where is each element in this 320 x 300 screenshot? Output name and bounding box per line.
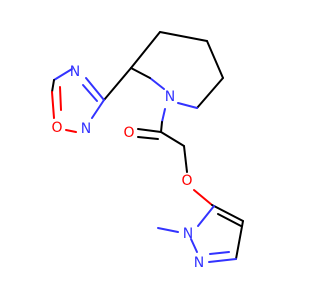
bond-pyr-c3-n2	[208, 258, 237, 263]
atom-carbonyl-o: O	[123, 125, 134, 141]
bond-pip-n-c2a	[149, 77, 165, 90]
atom-oxadiazole-o1: O	[51, 120, 62, 136]
bond-ether-o-ch2	[193, 189, 213, 206]
bond-pip-c2-c3	[130, 31, 161, 69]
bond-pyr-c5-c4-double	[217, 213, 242, 227]
bond-carbonyl-c-o-double	[137, 136, 159, 140]
bond-pip-c5-c6	[196, 77, 224, 109]
bond-ox-n4-c5	[53, 68, 73, 81]
bond-ox-c5-o1-double	[59, 86, 62, 111]
bond-pyr-n1-methyl	[157, 227, 179, 233]
bond-pip-c6-n	[177, 102, 198, 109]
atom-labels: N O N N O O N N	[51, 64, 204, 271]
bond-ox-o1-n2	[65, 129, 77, 133]
bond-ox-n2-c3	[91, 99, 105, 119]
bond-pyr-n1-c5	[197, 205, 215, 227]
bond-ox-c5-o1	[51, 91, 55, 119]
canvas-background	[0, 0, 300, 300]
bond-pip-n-c2b	[130, 67, 151, 79]
atom-pyrazole-n2: N	[194, 255, 204, 271]
bond-carbonyl-c-o	[137, 128, 162, 133]
molecule-structure: N O N N O O N N	[0, 0, 300, 300]
bond-pyr-c4-c3	[235, 220, 244, 260]
bond-pyr-c3-n2-double	[209, 251, 230, 255]
bond-ox-c3-n4-double	[82, 84, 98, 102]
bonds	[51, 31, 244, 263]
bond-pyr-c5-c4	[213, 205, 244, 222]
bond-pip-c2-ox-c3	[103, 67, 132, 101]
bond-carbonyl-c-ch2	[160, 131, 185, 147]
bond-ox-c3-n4	[85, 77, 105, 101]
bond-pip-c4-c5	[206, 40, 224, 79]
atom-piperidine-n: N	[165, 89, 175, 105]
atom-pyrazole-n1: N	[183, 226, 193, 242]
bond-ox-c5	[51, 79, 55, 93]
bond-pyr-n2-n1	[190, 238, 198, 253]
bond-pip-c3-c4	[159, 31, 208, 42]
atom-ether-o: O	[181, 173, 192, 189]
atom-oxadiazole-n2: N	[81, 121, 91, 137]
bond-n-carbonyl-c	[161, 108, 166, 123]
atom-oxadiazole-n4: N	[70, 64, 80, 80]
bond-n-carbonyl-c2	[160, 121, 163, 133]
bond-ch2-ether-o	[183, 145, 188, 173]
